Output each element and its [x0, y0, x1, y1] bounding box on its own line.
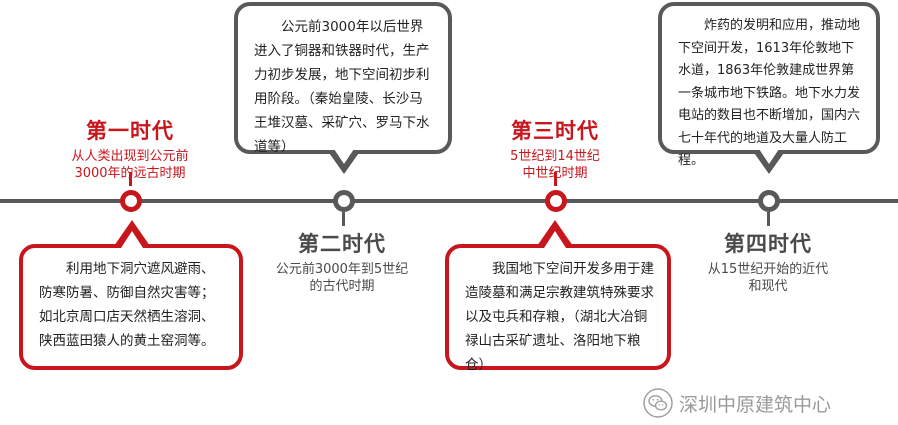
era-4-subtitle-line-2: 和现代 — [748, 279, 788, 294]
era-1-label: 第一时代 从人类出现到公元前 3000年的远古时期 — [40, 118, 220, 182]
era-2-node — [333, 190, 355, 212]
era-1-bubble-pointer-inner — [121, 231, 143, 248]
watermark-text: 深圳中原建筑中心 — [679, 393, 832, 416]
era-4-title: 第四时代 — [724, 232, 812, 256]
era-1-description-bubble: 利用地下洞穴遮风避雨、防寒防暑、防御自然灾害等；如北京周口店天然栖生溶洞、陕西蓝… — [19, 244, 243, 370]
era-1-title: 第一时代 — [86, 119, 174, 143]
era-2-title: 第二时代 — [298, 232, 386, 256]
era-2-subtitle-line-1: 公元前3000年到5世纪 — [275, 262, 409, 277]
era-1-description: 利用地下洞穴遮风避雨、防寒防暑、防御自然灾害等；如北京周口店天然栖生溶洞、陕西蓝… — [39, 261, 215, 349]
era-4-description-bubble: 炸药的发明和应用，推动地下空间开发，1613年伦敦地下水道，1863年伦敦建成世… — [658, 2, 880, 168]
era-1-stem — [129, 172, 132, 186]
era-2-description: 公元前3000年以后世界进入了铜器和铁器时代，生产力初步发展，地下空间初步利用阶… — [254, 19, 430, 155]
era-3-stem — [554, 172, 557, 186]
era-3-title: 第三时代 — [511, 119, 599, 143]
era-3-node — [545, 190, 567, 212]
era-4-label: 第四时代 从15世纪开始的近代 和现代 — [678, 231, 858, 295]
watermark: 深圳中原建筑中心 — [643, 388, 831, 418]
era-2-stem — [342, 212, 345, 226]
era-2-description-bubble: 公元前3000年以后世界进入了铜器和铁器时代，生产力初步发展，地下空间初步利用阶… — [234, 2, 452, 155]
era-3-label: 第三时代 5世纪到14世纪 中世纪时期 — [465, 118, 645, 182]
era-3-subtitle-line-2: 中世纪时期 — [522, 166, 588, 181]
era-2-label: 第二时代 公元前3000年到5世纪 的古代时期 — [252, 231, 432, 295]
era-4-bubble-pointer-inner — [759, 149, 779, 164]
era-2-subtitle-line-2: 的古代时期 — [309, 279, 375, 294]
era-4-stem — [767, 212, 770, 226]
era-4-node — [758, 190, 780, 212]
timeline-axis — [0, 199, 898, 203]
era-3-description: 我国地下空间开发多用于建造陵墓和满足宗教建筑特殊要求以及屯兵和存粮，（湖北大冶铜… — [465, 261, 654, 373]
era-1-node — [120, 190, 142, 212]
era-4-subtitle-line-1: 从15世纪开始的近代 — [707, 262, 829, 277]
era-3-subtitle-line-1: 5世纪到14世纪 — [510, 149, 600, 164]
era-2-bubble-pointer-inner — [334, 149, 354, 164]
era-3-bubble-pointer-inner — [544, 231, 566, 248]
era-1-subtitle-line-1: 从人类出现到公元前 — [71, 149, 189, 164]
era-1-subtitle-line-2: 3000年的远古时期 — [74, 166, 186, 181]
era-3-description-bubble: 我国地下空间开发多用于建造陵墓和满足宗教建筑特殊要求以及屯兵和存粮，（湖北大冶铜… — [445, 244, 671, 373]
wechat-icon — [643, 388, 673, 418]
era-4-description: 炸药的发明和应用，推动地下空间开发，1613年伦敦地下水道，1863年伦敦建成世… — [678, 18, 861, 168]
